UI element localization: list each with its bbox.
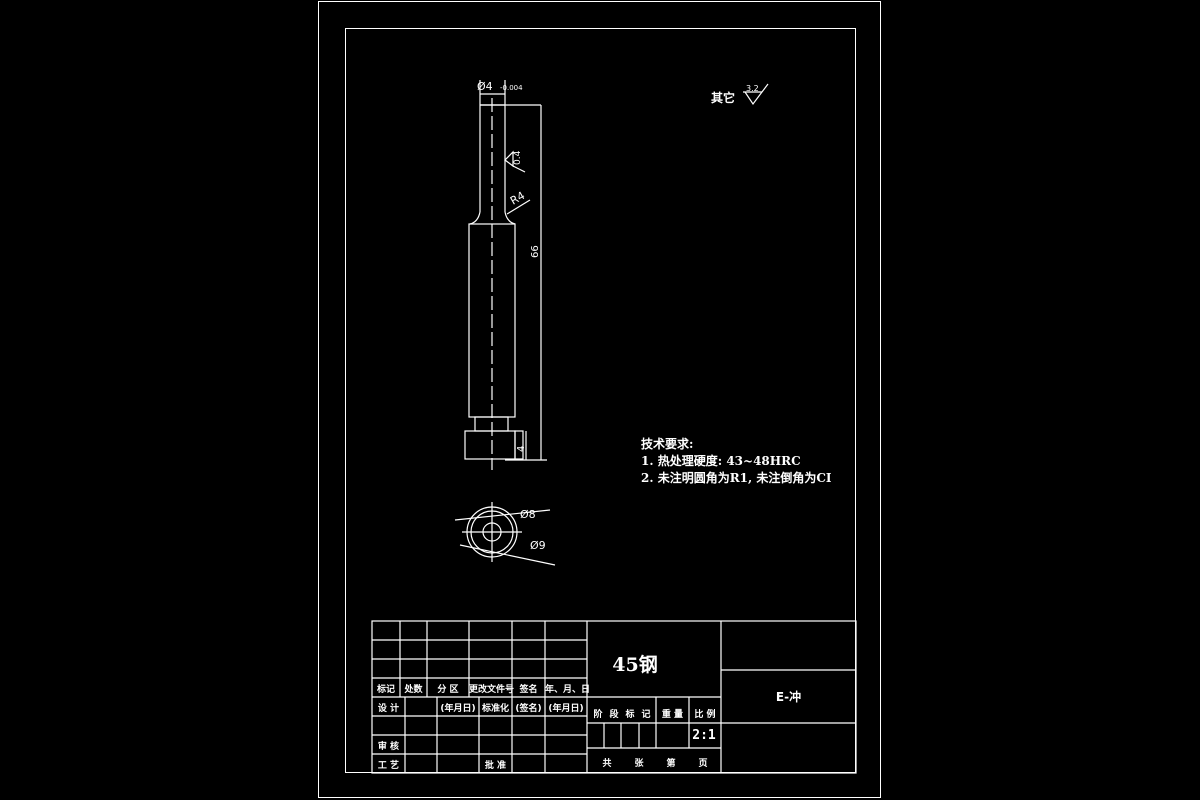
dim-section-d1: Ø8 [520,508,536,521]
tb-review: 审 核 [377,742,400,752]
roughness-value: 3.2 [746,84,759,93]
dim-roughness-shaft: 0.4 [513,150,523,165]
material: 45钢 [612,654,658,676]
tb-sheet-unit: 张 [634,759,644,769]
drawing-name: E-冲 [775,690,802,704]
tb-approve: 批 准 [484,761,507,771]
tb-sheet-total: 共 [602,759,612,769]
tech-requirements: 技术要求: 1. 热处理硬度: 43~48HRC 2. 未注明圆角为R1, 未注… [641,436,832,487]
dim-top-tolerance: -0.004 [500,84,523,92]
tb-count: 处数 [404,685,423,695]
tb-date: 年、月、日 [545,685,591,695]
scale-value: 2:1 [692,728,716,743]
tb-mark: 标记 [376,685,395,695]
tb-sheet-page: 页 [698,759,708,769]
dim-top-diameter: Ø4 [477,80,493,93]
tb-sheet-num: 第 [666,759,676,769]
tb-design-date: (年月日) [440,704,476,714]
tech-line-2: 2. 未注明圆角为R1, 未注倒角为CI [641,471,832,485]
surface-finish-label: 其它 [711,91,736,105]
tb-std-sign: (签名) [515,704,542,714]
tb-std-date: (年月日) [548,704,584,714]
tb-standardize: 标准化 [481,704,509,714]
tb-change-doc: 更改文件号 [469,685,515,695]
dim-overall-length: 66 [530,245,541,258]
tb-stage-3: 标 [625,710,635,720]
tb-sign: 签名 [519,685,538,695]
dim-head-height: 4 [516,446,527,452]
tb-zone: 分 区 [437,685,459,695]
tb-stage-4: 记 [641,710,651,720]
dim-fillet-radius: R4 [508,189,527,208]
tech-line-1: 1. 热处理硬度: 43~48HRC [641,454,801,468]
tb-design: 设 计 [377,704,400,714]
dim-section-d2: Ø9 [530,539,546,552]
tb-scale-label: 比 例 [694,710,716,720]
tb-process: 工 艺 [377,761,400,771]
tb-weight: 重 量 [661,710,684,720]
tech-title: 技术要求: [641,437,694,451]
tb-stage-2: 段 [609,710,619,720]
tb-stage-1: 阶 [593,710,603,720]
outer-border [318,1,881,798]
